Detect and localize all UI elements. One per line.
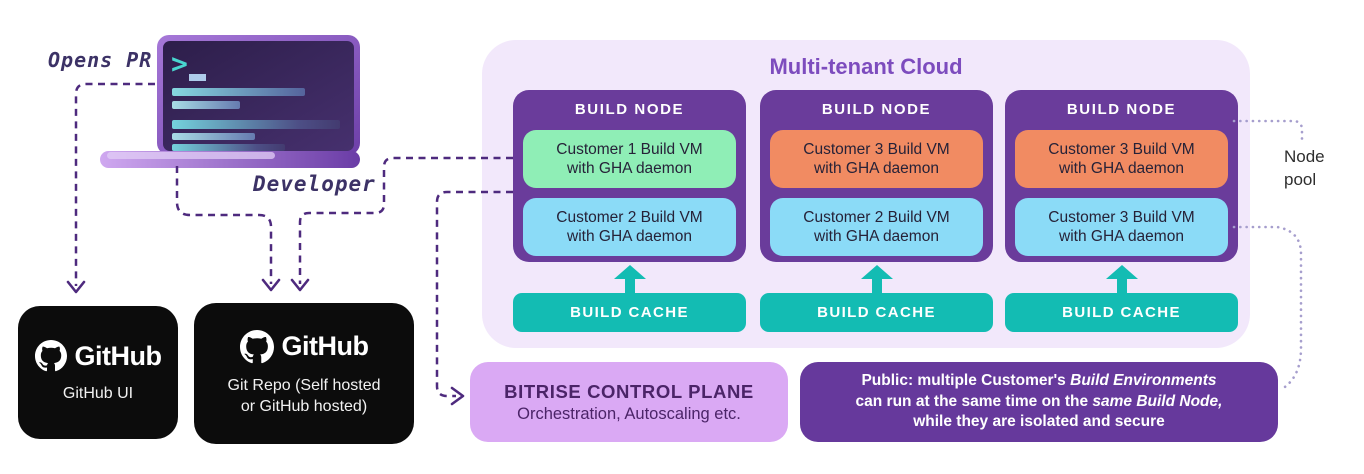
arrowhead-github-ui xyxy=(66,280,86,294)
public-note-box: Public: multiple Customer's Build Enviro… xyxy=(800,362,1278,442)
cache-up-arrow xyxy=(1105,265,1138,295)
vm-box: Customer 3 Build VM with GHA daemon xyxy=(1015,130,1228,188)
public-note-line: Public: multiple Customer's Build Enviro… xyxy=(861,372,1217,390)
vm-line1: Customer 3 Build VM xyxy=(803,140,950,158)
vm-line1: Customer 2 Build VM xyxy=(556,208,703,226)
vm-line2: with GHA daemon xyxy=(567,160,692,177)
arrowhead-controlplane xyxy=(450,386,465,406)
cache-up-arrow xyxy=(860,265,893,295)
cloud-title: Multi-tenant Cloud xyxy=(769,54,963,79)
vm-line2: with GHA daemon xyxy=(814,228,939,245)
github-ui-caption: GitHub UI xyxy=(62,385,134,403)
public-note-line: can run at the same time on the same Bui… xyxy=(855,392,1223,410)
vm-box: Customer 1 Build VM with GHA daemon xyxy=(523,130,736,188)
github-ui-box: GitHub GitHub UI xyxy=(18,306,178,439)
vm-box: Customer 2 Build VM with GHA daemon xyxy=(523,198,736,256)
laptop-base-lip xyxy=(107,152,275,159)
terminal-line xyxy=(172,120,340,129)
github-wordmark: GitHub xyxy=(281,331,369,362)
opens-pr-label: Opens PR xyxy=(48,48,153,72)
vm-box: Customer 2 Build VM with GHA daemon xyxy=(770,198,983,256)
cache-up-arrow xyxy=(613,265,646,295)
github-logo: GitHub xyxy=(34,340,162,372)
terminal-line xyxy=(172,88,305,96)
git-repo-box: GitHub Git Repo (Self hosted or GitHub h… xyxy=(194,303,414,444)
vm-line2: with GHA daemon xyxy=(1059,228,1184,245)
vm-box: Customer 3 Build VM with GHA daemon xyxy=(770,130,983,188)
build-node-title: BUILD NODE xyxy=(574,101,685,118)
bitrise-control-plane-box: BITRISE CONTROL PLANE Orchestration, Aut… xyxy=(470,362,788,442)
build-node-3: BUILD NODE Customer 3 Build VM with GHA da… xyxy=(1005,90,1238,262)
build-cache-2: BUILD CACHE xyxy=(760,293,993,332)
vm-line2: with GHA daemon xyxy=(814,160,939,177)
multi-tenant-cloud-container: Multi-tenant Cloud BUILD NODE Customer 1 … xyxy=(482,40,1250,348)
github-logo: GitHub xyxy=(239,329,369,364)
public-note-line: while they are isolated and secure xyxy=(913,413,1165,431)
control-plane-subtitle: Orchestration, Autoscaling etc. xyxy=(517,404,741,423)
arrowhead-repo-left xyxy=(261,278,281,292)
control-plane-title: BITRISE CONTROL PLANE xyxy=(504,380,754,402)
laptop-illustration: > xyxy=(100,35,360,168)
vm-line1: Customer 1 Build VM xyxy=(556,140,703,158)
github-octocat-icon xyxy=(239,329,274,363)
build-node-2: BUILD NODE Customer 3 Build VM with GHA da… xyxy=(760,90,993,262)
terminal-line xyxy=(172,101,240,109)
terminal-line xyxy=(172,133,255,140)
vm-line1: Customer 2 Build VM xyxy=(803,208,950,226)
build-node-title: BUILD NODE xyxy=(821,101,932,118)
terminal-cursor xyxy=(189,74,206,81)
build-node-1: BUILD NODE Customer 1 Build VM with GHA da… xyxy=(513,90,746,262)
git-repo-caption: Git Repo (Self hosted or GitHub hosted) xyxy=(227,376,381,415)
build-cache-1: BUILD CACHE xyxy=(513,293,746,332)
developer-label: Developer xyxy=(253,172,376,196)
vm-line2: with GHA daemon xyxy=(1059,160,1184,177)
vm-line1: Customer 3 Build VM xyxy=(1048,208,1195,226)
github-octocat-icon xyxy=(34,340,67,372)
build-node-title: BUILD NODE xyxy=(1066,101,1177,118)
vm-line1: Customer 3 Build VM xyxy=(1048,140,1195,158)
terminal-prompt: > xyxy=(171,47,188,80)
github-wordmark: GitHub xyxy=(74,340,162,371)
build-cache-3: BUILD CACHE xyxy=(1005,293,1238,332)
arrowhead-repo-right xyxy=(290,278,310,292)
vm-box: Customer 3 Build VM with GHA daemon xyxy=(1015,198,1228,256)
terminal-line xyxy=(172,144,285,151)
vm-line2: with GHA daemon xyxy=(567,228,692,245)
node-pool-label: Node pool xyxy=(1284,147,1325,189)
